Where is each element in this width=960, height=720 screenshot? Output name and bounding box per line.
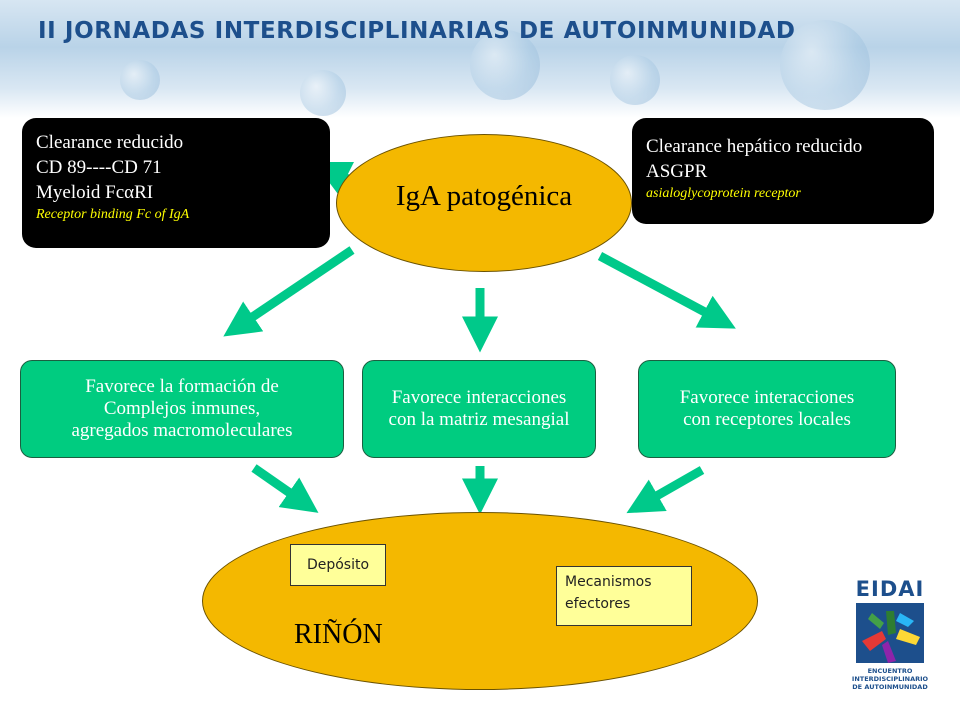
- logo-text-line: INTERDISCIPLINARIO: [851, 675, 929, 683]
- effect-line: con la matriz mesangial: [388, 409, 570, 430]
- effect-line: con receptores locales: [683, 409, 851, 430]
- logo-text-line: ENCUENTRO: [867, 667, 913, 675]
- effect-line: Favorece interacciones: [679, 387, 855, 408]
- left-box-italic: Receptor binding Fc of IgA: [36, 207, 190, 222]
- effect-line: Favorece la formación de: [85, 376, 279, 397]
- arrow-complejos-to-kidney: [251, 464, 319, 513]
- arrow-to-receptores: [597, 252, 736, 329]
- iga-patogenica-label: IgA patogénica: [395, 180, 573, 212]
- left-box-line: CD 89----CD 71: [36, 157, 162, 178]
- effect-line: Complejos inmunes,: [103, 398, 261, 419]
- logo-brand: EIDAI: [855, 577, 925, 601]
- right-box-line: Clearance hepático reducido: [646, 136, 863, 157]
- bubble-decoration: [470, 30, 540, 100]
- arrow-receptores-to-kidney: [626, 466, 705, 514]
- deposito-note: Depósito: [290, 544, 386, 586]
- clearance-reducido-box: Clearance reducido CD 89----CD 71 Myeloi…: [22, 118, 330, 248]
- deposito-label: Depósito: [306, 557, 370, 573]
- bubble-decoration: [300, 70, 346, 116]
- eidai-logo: EIDAI ENCUENTRO INTERDISCIPLINARIO DE AU…: [842, 577, 938, 705]
- effect-box-mesangial: Favorece interacciones con la matriz mes…: [362, 360, 596, 458]
- left-box-line: Clearance reducido: [36, 132, 184, 153]
- hands-icon: [856, 603, 924, 663]
- mecanismos-line: Mecanismos: [565, 574, 652, 590]
- header-banner: [0, 0, 960, 118]
- bubble-decoration: [780, 20, 870, 110]
- effect-box-receptores: Favorece interacciones con receptores lo…: [638, 360, 896, 458]
- effect-line: agregados macromoleculares: [71, 420, 293, 441]
- mecanismos-line: efectores: [565, 596, 631, 612]
- effect-line: Favorece interacciones: [391, 387, 567, 408]
- right-box-line: ASGPR: [646, 161, 708, 182]
- logo-text-line: DE AUTOINMUNIDAD: [852, 683, 928, 691]
- effect-box-complejos: Favorece la formación de Complejos inmun…: [20, 360, 344, 458]
- arrow-to-complejos: [223, 246, 355, 337]
- slide-title: II JORNADAS INTERDISCIPLINARIAS DE AUTOI…: [38, 18, 796, 44]
- left-box-line: Myeloid FcαRI: [36, 182, 154, 203]
- bubble-decoration: [610, 55, 660, 105]
- clearance-hepatico-box: Clearance hepático reducido ASGPR asialo…: [632, 118, 934, 224]
- bubble-decoration: [120, 60, 160, 100]
- right-box-italic: asialoglycoprotein receptor: [646, 186, 801, 201]
- mecanismos-note: Mecanismos efectores: [556, 566, 692, 626]
- rinon-label: RIÑÓN: [294, 619, 383, 650]
- iga-patogenica-ellipse: [336, 134, 632, 272]
